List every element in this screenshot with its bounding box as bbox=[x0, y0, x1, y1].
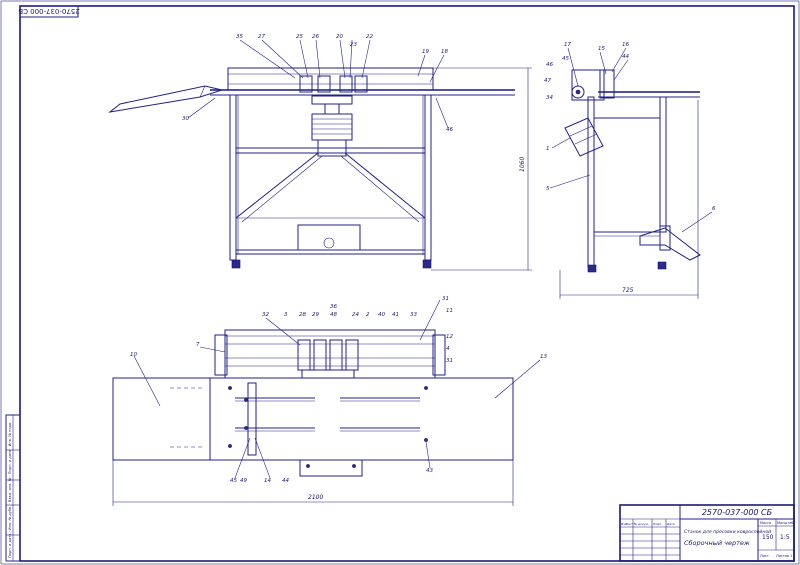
callout-plan-44: 44 bbox=[282, 478, 289, 484]
callout-plan-14: 14 bbox=[264, 478, 271, 484]
callout-plan-32: 32 bbox=[262, 312, 269, 318]
title-block-row-label: Лист bbox=[626, 522, 634, 526]
callout-front-30: 30 bbox=[182, 116, 189, 122]
side-view: 725 bbox=[559, 69, 701, 299]
callout-side-15: 15 bbox=[598, 46, 605, 52]
title-name-line1: Станок для пресовки коврослойной bbox=[684, 529, 771, 535]
callout-plan-13: 13 bbox=[540, 354, 547, 360]
callout-plan-10: 10 bbox=[130, 352, 137, 358]
callout-side-45: 45 bbox=[562, 56, 569, 62]
callout-front-25: 25 bbox=[296, 34, 303, 40]
sheet-inner-frame bbox=[19, 5, 795, 562]
top-code-text: 2570-037-000 СБ bbox=[18, 7, 80, 15]
callout-side-44: 44 bbox=[622, 54, 629, 60]
scale-value: 1:5 bbox=[780, 534, 790, 541]
callout-front-26: 26 bbox=[312, 34, 319, 40]
title-block: 2570-037-000 СБ Станок для пресовки ковр… bbox=[619, 504, 795, 562]
mass-value: 150 bbox=[762, 534, 774, 541]
callout-front-23: 23 bbox=[350, 42, 357, 48]
title-block-row-label: Подп. bbox=[653, 522, 662, 526]
mass-label: Масса bbox=[760, 521, 771, 525]
callout-plan-41: 41 bbox=[392, 312, 399, 318]
callout-plan-2: 2 bbox=[366, 312, 370, 318]
callout-plan-12: 12 bbox=[446, 334, 453, 340]
plan-view: 2100 bbox=[112, 329, 514, 506]
callout-plan-28: 28 bbox=[299, 312, 306, 318]
sheets-label: Листов 1 bbox=[776, 554, 792, 558]
callout-side-34: 34 bbox=[546, 95, 553, 101]
dim-side-width: 725 bbox=[622, 287, 634, 294]
title-block-row-label: Изм bbox=[621, 522, 627, 526]
callout-plan-4: 4 bbox=[446, 346, 450, 352]
callout-front-20: 20 bbox=[336, 34, 343, 40]
callout-front-46: 46 bbox=[446, 127, 453, 133]
callout-plan-49: 49 bbox=[240, 478, 247, 484]
callout-side-6: 6 bbox=[712, 206, 716, 212]
front-view: 1060 bbox=[108, 67, 532, 271]
callout-side-1: 1 bbox=[546, 146, 550, 152]
callout-plan-24: 24 bbox=[352, 312, 359, 318]
callout-front-19: 19 bbox=[422, 49, 429, 55]
callout-plan-31: 31 bbox=[446, 358, 453, 364]
callout-plan-45: 45 bbox=[230, 478, 237, 484]
title-code: 2570-037-000 СБ bbox=[702, 508, 773, 517]
callout-plan-36: 36 bbox=[330, 304, 337, 310]
callout-front-35: 35 bbox=[236, 34, 243, 40]
callout-side-17: 17 bbox=[564, 42, 571, 48]
dim-plan-length: 2100 bbox=[308, 494, 323, 501]
callout-side-16: 16 bbox=[622, 42, 629, 48]
callout-plan-48: 48 bbox=[330, 312, 337, 318]
callout-plan-7: 7 bbox=[196, 342, 200, 348]
callout-plan-43: 43 bbox=[426, 468, 433, 474]
top-code-box: 2570-037-000 СБ bbox=[18, 5, 80, 18]
callout-plan-31: 31 bbox=[442, 296, 449, 302]
side-stamp-text: Подп. и дата · Инв. № дубл. · Взам. инв.… bbox=[8, 422, 12, 558]
callout-plan-29: 29 bbox=[312, 312, 319, 318]
scale-label: Масштаб bbox=[777, 521, 794, 525]
callout-plan-40: 40 bbox=[378, 312, 385, 318]
sheet-label: Лист bbox=[760, 554, 769, 558]
leader-lines bbox=[133, 39, 713, 479]
callout-plan-3: 3 bbox=[284, 312, 288, 318]
title-name-line2: Сборочный чертеж bbox=[684, 539, 750, 547]
callout-front-22: 22 bbox=[366, 34, 373, 40]
callout-front-18: 18 bbox=[441, 49, 448, 55]
side-stamp-strip: Подп. и дата · Инв. № дубл. · Взам. инв.… bbox=[5, 414, 21, 562]
callout-plan-11: 11 bbox=[446, 308, 453, 314]
callout-side-46: 46 bbox=[546, 62, 553, 68]
callout-side-5: 5 bbox=[546, 186, 550, 192]
callout-plan-33: 33 bbox=[410, 312, 417, 318]
title-block-row-label: № докум. bbox=[634, 522, 649, 526]
title-block-row-label: Дата bbox=[667, 522, 675, 526]
callout-front-27: 27 bbox=[258, 34, 265, 40]
callout-side-47: 47 bbox=[544, 78, 551, 84]
dim-front-height: 1060 bbox=[519, 157, 526, 172]
